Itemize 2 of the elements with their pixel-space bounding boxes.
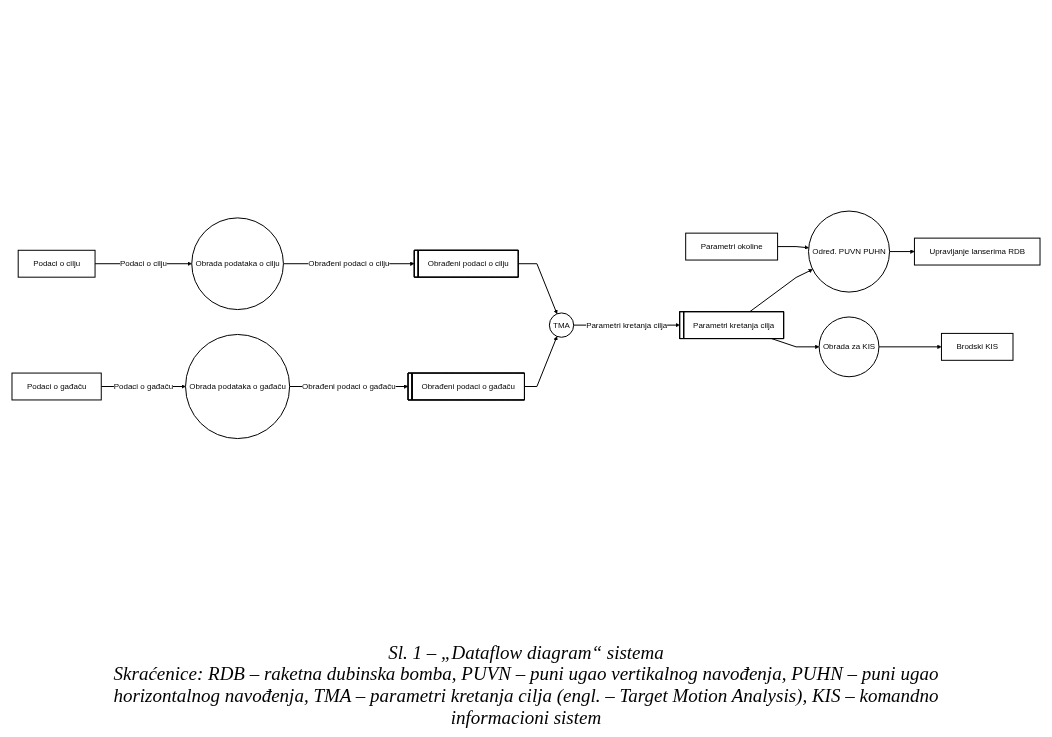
figure-caption: Sl. 1 – „Dataflow diagram“ sistema [388, 641, 664, 664]
abbreviations-note: Skraćenice: RDB – raketna dubinska bomba, PUVN – puni ugao vertikalnog navođenja, PUHN – puni ugao horizontalnog navođenja, TMA – parametri kretanja cilja (engl. – Target Motion Analysis), KIS – komandno informacioni sistem [112, 663, 940, 729]
